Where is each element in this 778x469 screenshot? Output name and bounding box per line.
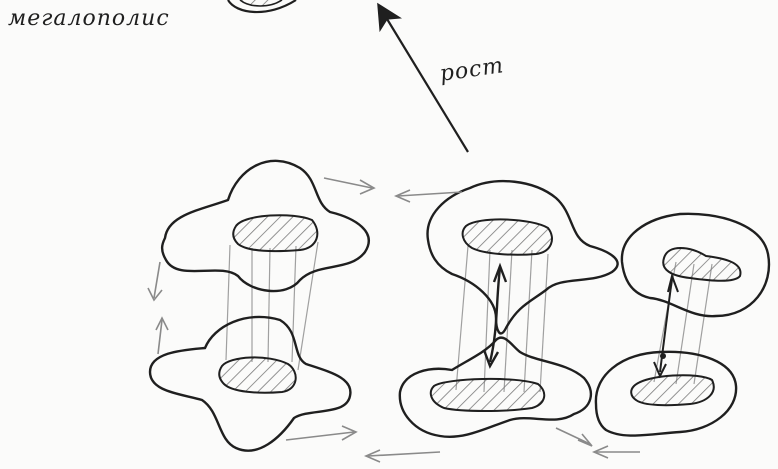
megalopolis-label: мегалополис	[8, 6, 170, 31]
city-core-upper-middle	[463, 219, 552, 254]
city-outline-upper-middle	[428, 181, 618, 333]
city-pair-left	[148, 161, 374, 451]
pencil-arrow-middle-bottom-right	[556, 428, 590, 444]
megalopolis-core-fragment	[240, 0, 282, 6]
city-core-lower-right	[631, 375, 714, 405]
city-core-upper-right	[663, 248, 740, 281]
marker-dot-right	[660, 353, 666, 359]
city-core-lower-middle	[431, 379, 544, 411]
city-core-lower-left	[219, 357, 296, 392]
city-pair-right	[594, 214, 769, 458]
city-core-upper-left	[233, 215, 317, 251]
pencil-arrow-middle-bottom-left	[368, 452, 440, 456]
city-pair-middle	[366, 181, 618, 462]
